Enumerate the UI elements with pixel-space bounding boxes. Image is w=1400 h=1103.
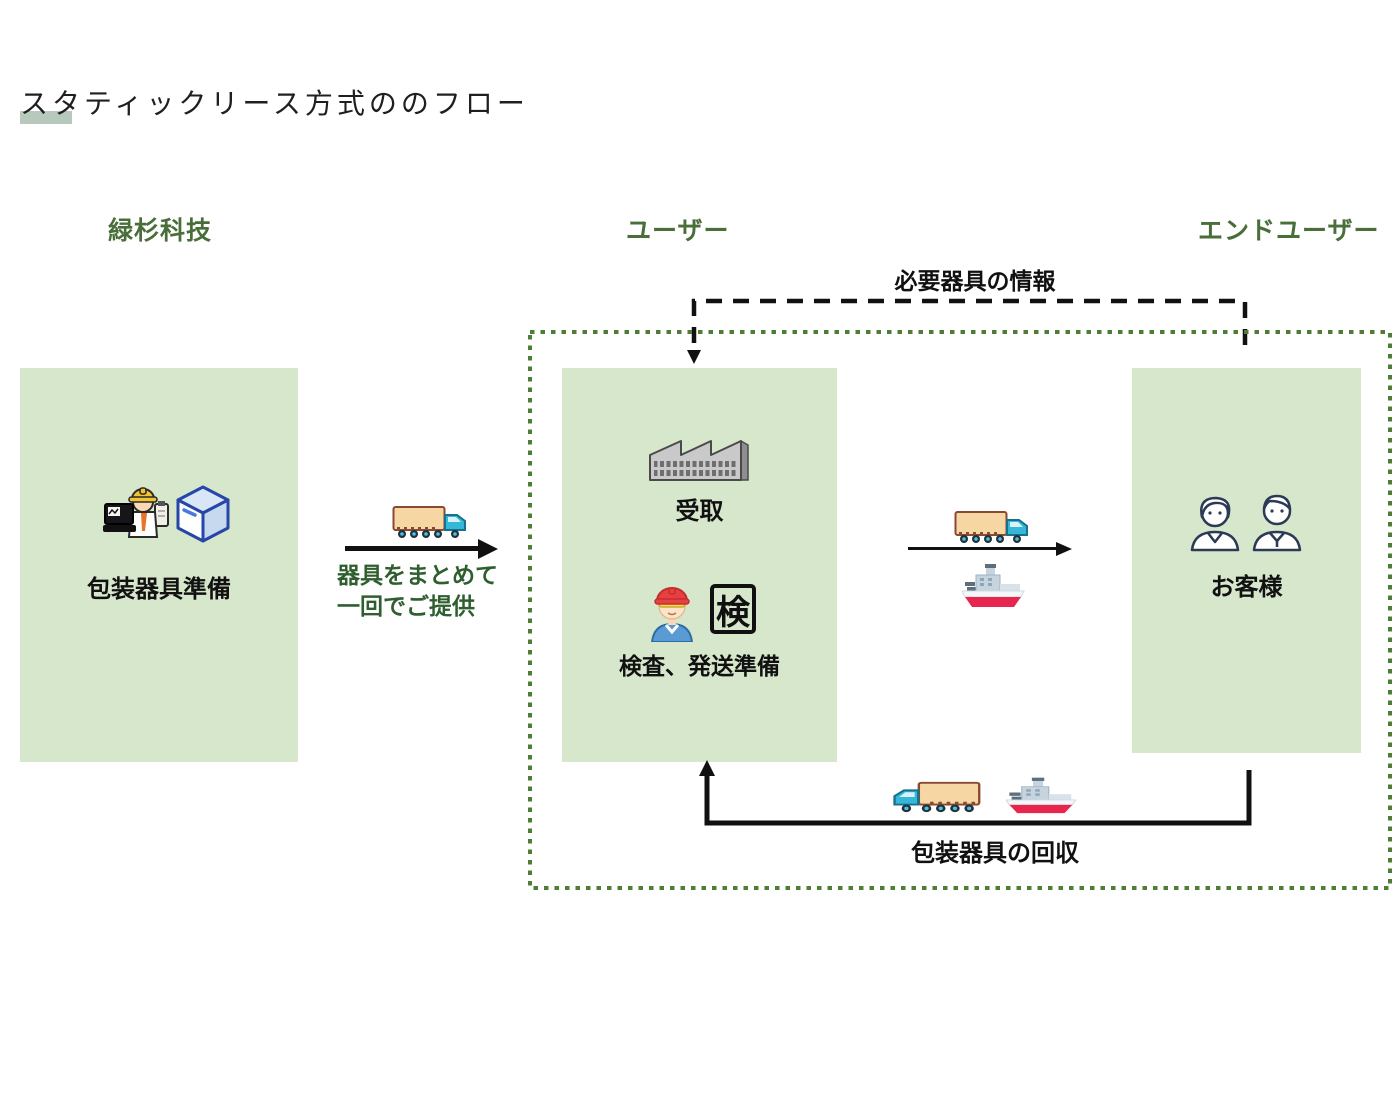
cargo-ship-icon: [1006, 777, 1077, 814]
delivery-truck-icon: [954, 511, 1028, 543]
page-title: スタティックリース方式ののフロー: [20, 88, 529, 119]
info-dashed-arrow: [687, 298, 1248, 364]
worker-laptop-icon: [103, 487, 169, 538]
provide-flow-label: 器具をまとめて 一回でご提供: [337, 560, 498, 622]
collect-return-arrow: [699, 760, 1252, 826]
customers-icon: [1190, 494, 1302, 552]
transport-arrow-line: [908, 547, 1058, 550]
provider-box: 包装器具準備: [20, 368, 298, 762]
info-flow-label: 必要器具の情報: [894, 268, 1056, 294]
cargo-ship-icon: [962, 564, 1025, 607]
inspection-stamp: 検: [710, 584, 756, 634]
delivery-truck-icon: [893, 781, 981, 813]
provide-arrow-head: [478, 539, 498, 559]
column-header-user: ユーザー: [626, 217, 730, 245]
inspect-label: 検査、発送準備: [619, 653, 780, 679]
package-box-icon: [176, 485, 230, 543]
inspector-icon: [650, 587, 694, 642]
transport-arrow-head: [1056, 542, 1072, 556]
provide-flow-line1: 器具をまとめて: [337, 562, 498, 588]
end-user-box: お客様: [1132, 368, 1361, 753]
receive-label: 受取: [675, 498, 724, 525]
prepare-label: 包装器具準備: [87, 576, 231, 603]
provide-flow-line2: 一回でご提供: [337, 593, 475, 620]
delivery-truck-icon: [392, 506, 466, 538]
factory-icon: [649, 439, 749, 481]
user-box: 受取 検 検査、発送準備: [562, 368, 837, 762]
collect-flow-label: 包装器具の回収: [911, 840, 1079, 867]
column-header-end-user: エンドユーザー: [1198, 217, 1380, 245]
lease-scope-dotted-border: [528, 330, 1392, 890]
column-header-provider: 緑杉科技: [108, 217, 213, 245]
customer-label: お客様: [1210, 574, 1283, 601]
title-highlight: [20, 111, 72, 124]
provide-arrow-line: [345, 546, 481, 551]
